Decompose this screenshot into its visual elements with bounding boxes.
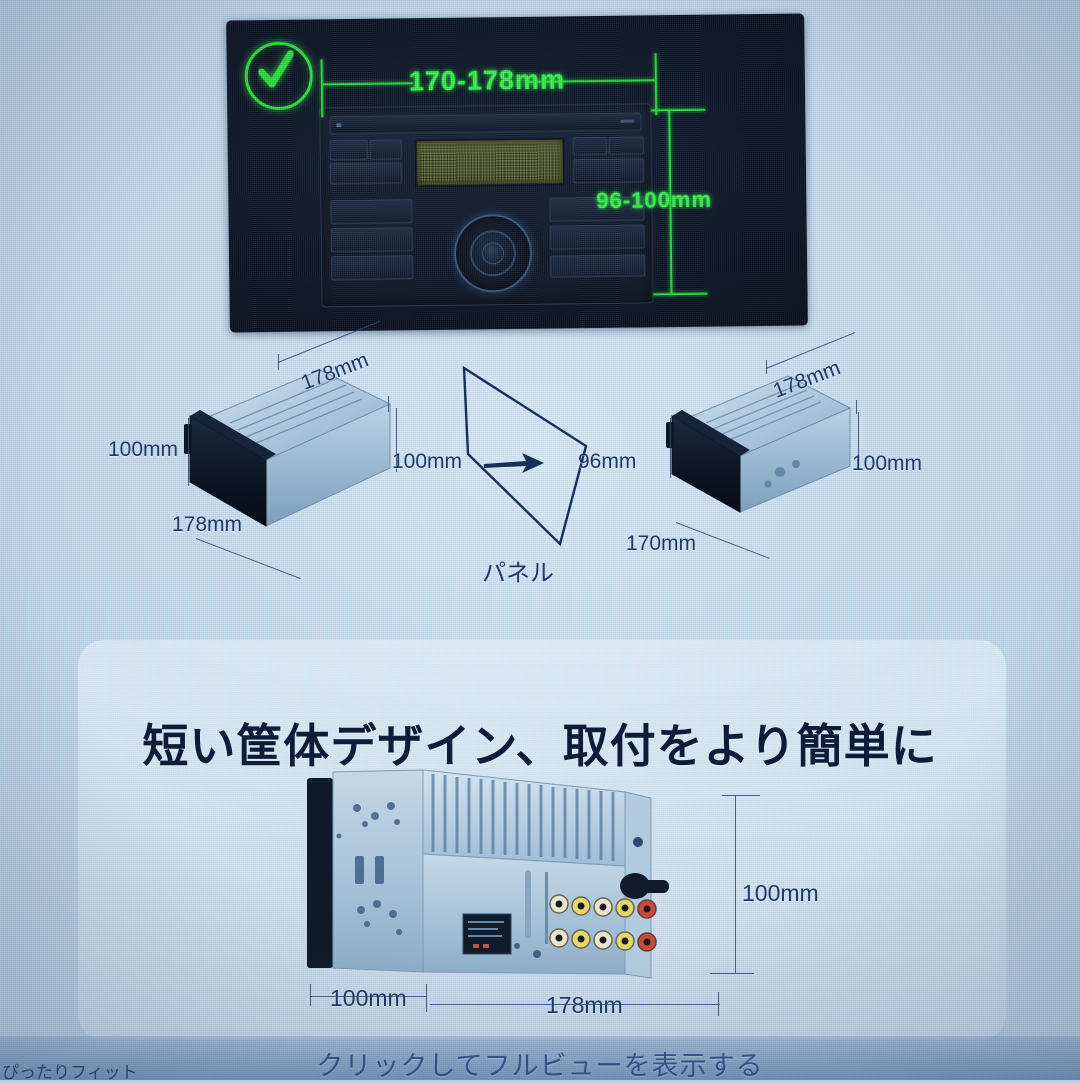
hu-lcd-display xyxy=(414,137,566,188)
bottom-band xyxy=(0,1036,1080,1080)
lower-height-tick-bottom xyxy=(710,973,754,974)
mounting-panel-diagram xyxy=(440,358,620,568)
car-dashboard-opening-photo: 170-178mm 96-100mm xyxy=(226,13,808,333)
left-height-dim-line xyxy=(188,418,189,486)
hu-preset-1 xyxy=(330,199,413,225)
height-dim-tick-top xyxy=(651,108,706,112)
hu-preset-5 xyxy=(549,224,645,250)
right-depth-dim-line xyxy=(858,412,859,470)
lower-width-label: 178mm xyxy=(546,992,623,1018)
width-dim-line-left xyxy=(322,82,413,86)
hu-button-5 xyxy=(608,136,644,155)
iso-left-depth-label: 100mm xyxy=(392,450,463,473)
iso-right-bottom-label: 170mm xyxy=(626,532,697,555)
lower-depth-label: 100mm xyxy=(330,985,407,1011)
left-depth-dim-line xyxy=(396,408,397,472)
lower-depth-tick-right xyxy=(426,984,427,1012)
double-din-chassis-left xyxy=(160,320,440,580)
volume-knob xyxy=(453,213,533,293)
hu-preset-3 xyxy=(331,255,414,281)
panel-outline xyxy=(462,365,588,547)
page-headline: 短い筐体デザイン、取付をより簡単に xyxy=(142,719,938,774)
check-mark-icon xyxy=(258,50,295,88)
lower-width-dim-line xyxy=(430,1004,720,1005)
lower-height-tick-top xyxy=(722,795,760,796)
hu-preset-2 xyxy=(330,227,413,253)
height-dim-tick-bottom xyxy=(653,292,708,296)
chassis-left-drawing xyxy=(184,369,392,527)
panel-depth-label: 96mm xyxy=(578,450,637,473)
lower-height-label: 100mm xyxy=(742,880,819,906)
corner-caption: ぴったりフィット xyxy=(2,1063,138,1083)
lower-depth-dim-line xyxy=(310,996,426,997)
lower-width-tick-right xyxy=(718,992,719,1016)
width-dim-tick-left xyxy=(320,59,324,118)
iso-left-height-label: 100mm xyxy=(108,438,179,461)
iso-left-bottom-label: 178mm xyxy=(172,513,243,536)
hu-button-1 xyxy=(329,139,368,161)
full-view-hint[interactable]: クリックしてフルビューを表示する xyxy=(316,1051,764,1082)
hu-button-3 xyxy=(329,162,403,185)
width-dim-tick-right xyxy=(654,53,658,116)
dash-height-label: 96-100mm xyxy=(596,186,713,214)
hu-button-6 xyxy=(572,158,645,184)
left-top-dim-tick-a xyxy=(278,354,279,370)
double-din-chassis-right xyxy=(640,332,910,575)
hu-button-2 xyxy=(369,139,402,160)
head-unit-rear-photo xyxy=(305,758,725,990)
cd-slot xyxy=(329,112,642,135)
dash-width-label: 170-178mm xyxy=(408,64,566,97)
hu-preset-6 xyxy=(550,254,646,278)
iso-right-depth-label: 100mm xyxy=(852,452,923,475)
right-height-dim-line xyxy=(670,418,671,478)
right-top-dim-tick-b xyxy=(856,400,857,414)
rear-unit-drawing xyxy=(307,769,669,979)
lower-height-dim-line xyxy=(735,795,736,973)
right-top-dim-tick-a xyxy=(766,360,767,374)
arrow-right-icon xyxy=(484,453,544,473)
lower-depth-tick-left xyxy=(310,984,311,1006)
panel-label: パネル xyxy=(482,560,554,587)
hu-button-4 xyxy=(572,136,607,156)
chassis-right-drawing xyxy=(666,375,852,513)
left-top-dim-tick-b xyxy=(388,396,389,412)
